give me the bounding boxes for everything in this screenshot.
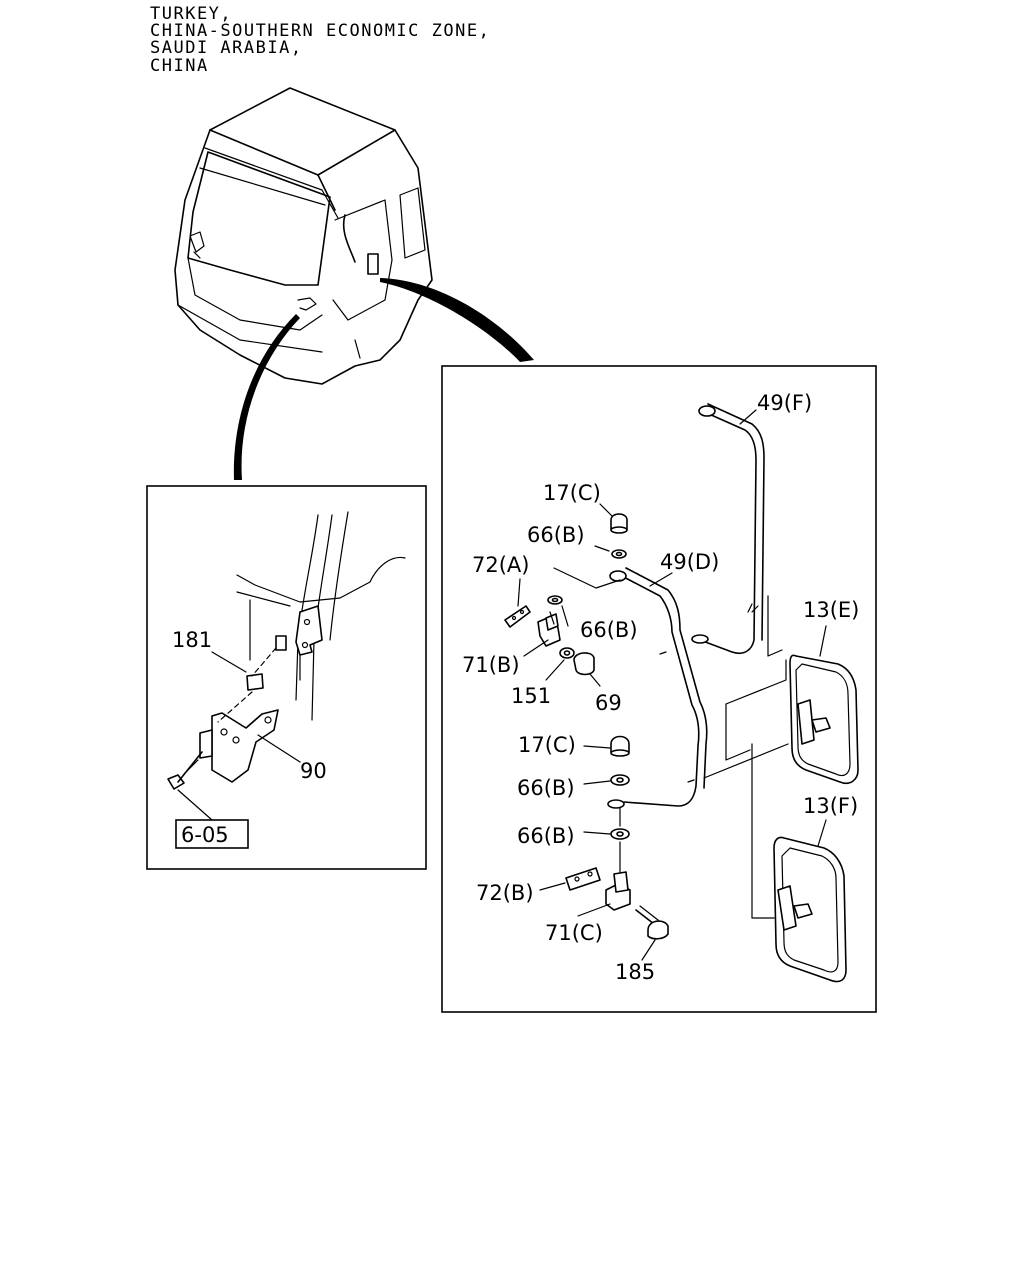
label-49D: 49(D)	[660, 550, 719, 574]
label-66B-2: 66(B)	[580, 618, 638, 642]
label-13E: 13(E)	[803, 598, 859, 622]
right-detail-panel: 49(F) 17(C) 66(B) 72(A) 49(D) 66(B) 71(B…	[441, 365, 877, 1013]
label-49F: 49(F)	[757, 391, 812, 415]
label-ref-6-05: 6-05	[181, 823, 229, 847]
region-line-1: TURKEY,	[150, 4, 233, 24]
label-181: 181	[172, 628, 212, 652]
left-detail-panel: 181 90 6-05	[146, 485, 427, 870]
label-151: 151	[511, 684, 551, 708]
region-line-4: CHINA	[150, 56, 209, 76]
label-72A: 72(A)	[472, 553, 529, 577]
label-90: 90	[300, 759, 327, 783]
label-66B-1: 66(B)	[527, 523, 585, 547]
region-line-3: SAUDI ARABIA,	[150, 38, 303, 58]
label-185: 185	[615, 960, 655, 984]
label-71C: 71(C)	[545, 921, 603, 945]
label-71B: 71(B)	[462, 653, 520, 677]
label-17C-top: 17(C)	[543, 481, 601, 505]
leader-sweep-left	[233, 314, 300, 480]
label-13F: 13(F)	[803, 794, 858, 818]
label-66B-3: 66(B)	[517, 776, 575, 800]
label-69: 69	[595, 691, 622, 715]
region-line-2: CHINA-SOUTHERN ECONOMIC ZONE,	[150, 21, 491, 41]
label-66B-4: 66(B)	[517, 824, 575, 848]
leader-sweep-right	[380, 278, 534, 362]
label-17C-mid: 17(C)	[518, 733, 576, 757]
truck-cab-illustration	[174, 87, 433, 385]
label-72B: 72(B)	[476, 881, 534, 905]
ref-box-6-05	[175, 819, 249, 849]
